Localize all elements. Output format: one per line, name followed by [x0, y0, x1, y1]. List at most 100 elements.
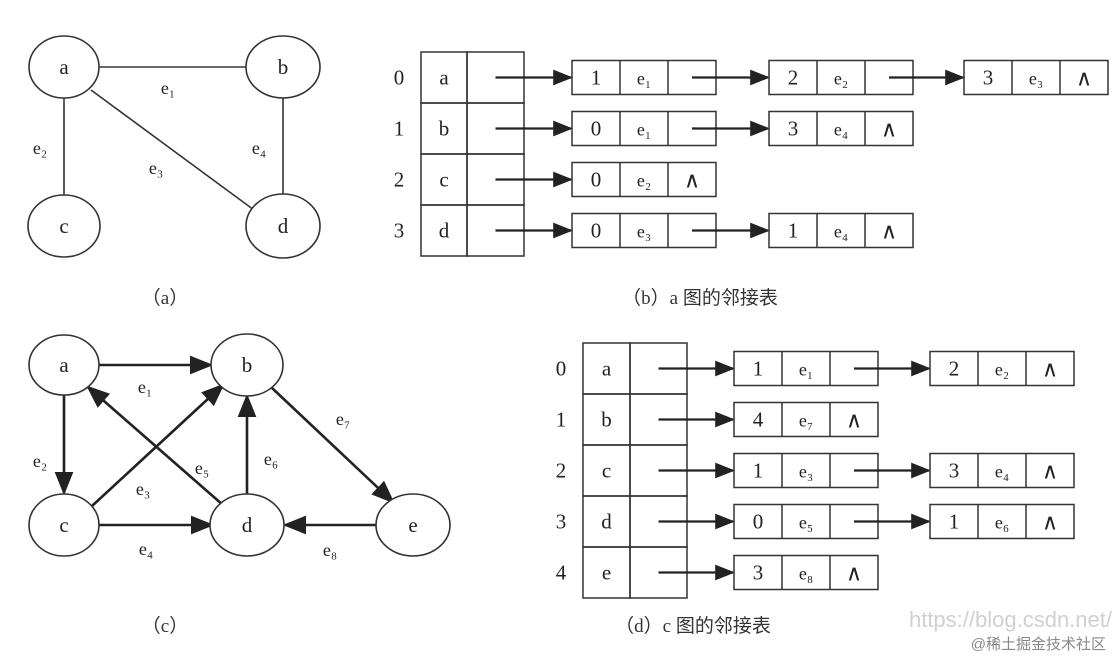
graph-c [54, 355, 395, 535]
arc-label-e4: e₄ [139, 539, 153, 559]
node-c [27, 194, 101, 258]
vertex-label: d [601, 510, 612, 534]
adjvex-label: 3 [753, 561, 764, 585]
node-c-b [210, 333, 284, 397]
arc-node-box [929, 503, 1075, 540]
node-c-e [375, 493, 451, 557]
adjvex-label: 1 [753, 357, 764, 381]
arc-c-b [91, 383, 225, 507]
adjvex-label: 3 [983, 66, 994, 90]
row-index: 0 [394, 66, 405, 90]
edge-info-label: e₆ [995, 513, 1009, 533]
adjvex-label: 0 [591, 117, 602, 141]
adjvex-label: 0 [591, 168, 602, 192]
row-index: 1 [394, 117, 405, 141]
row-index: 4 [556, 561, 567, 585]
node-d-label: d [278, 214, 289, 238]
arc-d-a [86, 385, 224, 506]
edge-info-label: e₄ [995, 462, 1009, 482]
arc-node-box [929, 350, 1075, 387]
row-index: 0 [556, 357, 567, 381]
node-c-c-label: c [59, 513, 68, 537]
watermark-credit: @稀土掘金技术社区 [971, 636, 1106, 653]
null-pointer-symbol: ∧ [1042, 357, 1058, 382]
node-b-label: b [278, 55, 289, 79]
arc-node-box [768, 212, 914, 249]
null-pointer-symbol: ∧ [846, 408, 862, 433]
edge-label-e3: e₃ [149, 158, 163, 178]
node-a [28, 35, 100, 99]
adjvex-label: 2 [788, 66, 799, 90]
node-b [245, 35, 321, 99]
vertex-label: b [601, 408, 612, 432]
edge-info-label: e₄ [834, 222, 848, 242]
row-index: 2 [394, 168, 405, 192]
null-pointer-symbol: ∧ [1076, 66, 1092, 91]
null-pointer-symbol: ∧ [846, 561, 862, 586]
adjvex-label: 0 [591, 219, 602, 243]
graph-a [27, 35, 321, 259]
node-c-label: c [59, 214, 68, 238]
arc-node: 3 e₈ ∧ [733, 554, 879, 591]
edge-info-label: e₃ [1029, 69, 1043, 89]
row-index: 3 [556, 510, 567, 534]
arc-label-e5: e₅ [195, 458, 209, 478]
arc-node: 1 e₁ [571, 59, 717, 96]
node-c-c [28, 493, 100, 557]
adjvex-label: 2 [949, 357, 960, 381]
edge-info-label: e₂ [995, 360, 1009, 380]
vertex-label: b [439, 117, 450, 141]
arc-label-e7: e₇ [336, 409, 350, 429]
row-index: 2 [556, 459, 567, 483]
null-pointer-symbol: ∧ [881, 219, 897, 244]
edge-info-label: e₂ [637, 171, 651, 191]
row-index: 1 [556, 408, 567, 432]
edge-info-label: e₇ [799, 411, 813, 431]
node-c-d [209, 493, 285, 557]
vertex-label: a [439, 66, 449, 90]
arc-label-e3: e₃ [136, 479, 150, 499]
vertex-label: d [439, 219, 450, 243]
edge-label-e2: e₂ [33, 138, 47, 158]
edge-info-label: e₁ [637, 69, 651, 89]
node-c-a [28, 334, 100, 396]
caption-a: （a） [142, 287, 188, 309]
list-row: 0 a 1 e₁ 2 e₂ ∧ [556, 342, 1075, 395]
edge-label-e4: e₄ [252, 138, 266, 158]
vertex-label: c [602, 459, 611, 483]
arc-node-box [963, 59, 1109, 96]
arc-node: 3 e₃ ∧ [963, 59, 1109, 96]
edge-info-label: e₈ [799, 564, 813, 584]
null-pointer-symbol: ∧ [881, 117, 897, 142]
adjvex-label: 0 [753, 510, 764, 534]
edge-info-label: e₁ [799, 360, 813, 380]
arc-node-box [733, 401, 879, 438]
edge-info-label: e₅ [799, 513, 813, 533]
vertex-label: a [602, 357, 612, 381]
caption-d: （d）c 图的邻接表 [615, 615, 771, 637]
adjvex-label: 1 [753, 459, 764, 483]
null-pointer-symbol: ∧ [684, 168, 700, 193]
null-pointer-symbol: ∧ [1042, 459, 1058, 484]
arc-node-box [733, 554, 879, 591]
node-c-a-label: a [59, 353, 69, 377]
null-pointer-symbol: ∧ [1042, 510, 1058, 535]
arc-node-box [929, 452, 1075, 489]
adjvex-label: 1 [591, 66, 602, 90]
arc-node: 1 e₄ ∧ [768, 212, 914, 249]
adjvex-label: 1 [788, 219, 799, 243]
list-row: 4 e 3 e₈ ∧ [556, 546, 879, 599]
vertex-label: e [602, 561, 611, 585]
node-c-d-label: d [242, 513, 253, 537]
node-d [245, 193, 321, 259]
arc-label-e6: e₆ [264, 449, 278, 469]
watermark-url: https://blog.csdn.net/ [909, 607, 1112, 632]
row-index: 3 [394, 219, 405, 243]
